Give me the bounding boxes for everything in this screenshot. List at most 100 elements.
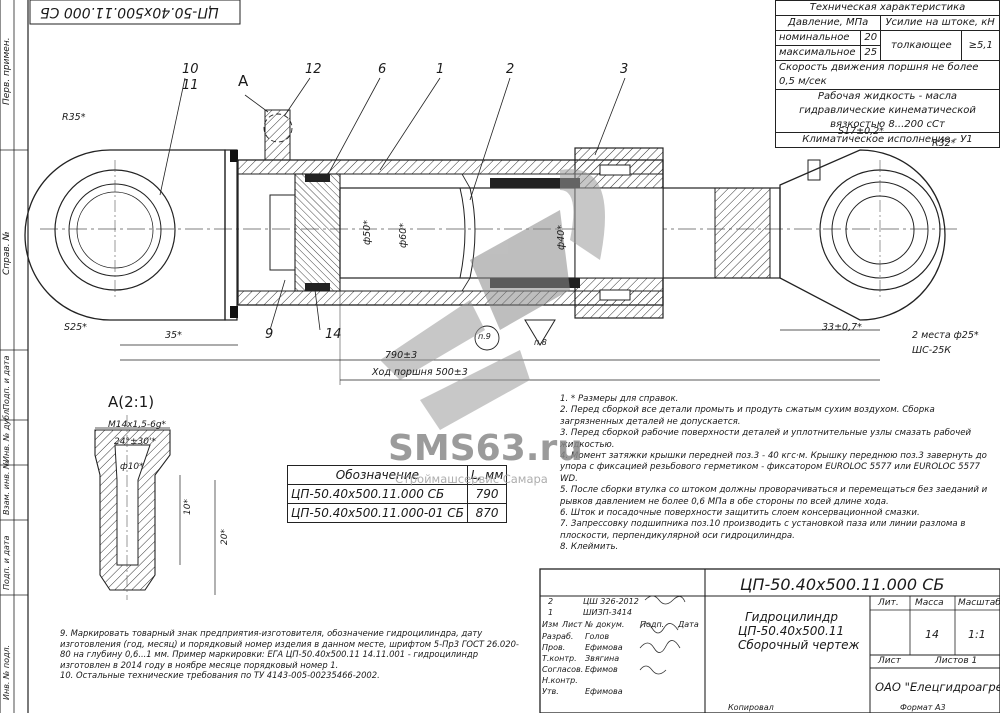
- dim-d40: ф40*: [556, 225, 567, 250]
- note-4: 4. Момент затяжки крышки передней поз.3 …: [560, 451, 987, 484]
- copied-label: Копировал: [728, 703, 774, 712]
- nominal-value: 20: [860, 30, 882, 46]
- role-0: Разраб.: [542, 632, 574, 641]
- rev-doc-1: ЦШ 326-2012: [583, 597, 639, 606]
- balloon-1: 1: [436, 62, 445, 77]
- push-label: толкающее: [880, 30, 963, 61]
- hdr-sign: Подп.: [640, 620, 665, 629]
- note-8: 8. Клеймить.: [560, 542, 619, 553]
- role-1: Пров.: [542, 643, 566, 652]
- note-7: 7. Запрессовку подшипника поз.10 произво…: [560, 519, 966, 541]
- sheets-label: Листов 1: [935, 656, 978, 666]
- balloon-9: 9: [265, 327, 274, 342]
- col-pressure: Давление, МПа: [774, 15, 882, 31]
- name-0: Голов: [585, 632, 610, 641]
- bottom-notes: 9. Маркировать товарный знак предприятия…: [60, 628, 520, 681]
- dim-r32: R32*: [932, 138, 956, 149]
- push-value: ≥5,1: [961, 30, 1000, 61]
- tech-spec-table: Техническая характеристика Давление, МПа…: [774, 0, 1000, 148]
- dim-s25: S25*: [64, 322, 87, 333]
- note-9: 9. Маркировать товарный знак предприятия…: [60, 628, 519, 670]
- variants-col2: L, мм: [466, 465, 508, 485]
- detail-h20: 20*: [220, 529, 230, 545]
- max-value: 25: [860, 45, 882, 61]
- speed-spec: Скорость движения поршня не более 0,5 м/…: [775, 60, 1000, 90]
- drawing-code-top: ЦП-50.40х500.11.000 СБ: [40, 4, 219, 20]
- mark-p9: п.9: [478, 332, 491, 341]
- dim-d60: ф60*: [398, 223, 409, 248]
- detail-a-title: А(2:1): [108, 393, 155, 411]
- hdr-list: Лист: [562, 620, 583, 629]
- scale-value: 1:1: [968, 628, 986, 641]
- note-2: 2. Перед сборкой все детали промыть и пр…: [560, 405, 935, 427]
- detail-thread: M14x1,5-6g*: [108, 420, 167, 430]
- mark-p8: п.8: [534, 338, 547, 347]
- rev-num-1: 1: [548, 608, 554, 617]
- role-5: Утв.: [542, 687, 559, 696]
- side-label-6: Инв. № подл.: [2, 644, 11, 700]
- role-2: Т.контр.: [542, 654, 577, 663]
- org-name: ОАО "Елецгидроагрегат": [875, 680, 1000, 694]
- balloon-14: 14: [325, 327, 342, 342]
- role-4: Н.контр.: [542, 676, 578, 685]
- note-1: 1. * Размеры для справок.: [560, 394, 679, 404]
- side-label-3: Инв. № дубл.: [2, 407, 11, 462]
- dim-r35: R35*: [62, 112, 86, 123]
- max-label: максимальное: [774, 45, 862, 61]
- dim-holes: 2 места ф25*: [912, 330, 979, 341]
- watermark-logo: [380, 169, 605, 430]
- balloon-3: 3: [620, 62, 629, 77]
- climate-spec: Климатическое исполнение - У1: [775, 132, 1000, 148]
- dim-shs: ШС-25К: [912, 345, 952, 356]
- view-label-a: А: [238, 72, 249, 90]
- dim-790: 790±3: [385, 350, 418, 361]
- name-2: Звягина: [585, 654, 620, 663]
- fluid-spec: Рабочая жидкость - масла гидравлические …: [775, 89, 1000, 133]
- side-label-2: Подп. и дата: [2, 355, 11, 411]
- detail-d10: ф10*: [120, 462, 144, 472]
- balloon-10: 10: [182, 62, 199, 77]
- balloon-12: 12: [305, 62, 322, 77]
- mass-label: Масса: [915, 598, 944, 608]
- title-name3: Сборочный чертеж: [738, 638, 860, 652]
- variant-code: ЦП-50.40х500.11.000-01 СБ: [287, 503, 468, 523]
- title-name2: ЦП-50.40х500.11: [738, 624, 845, 638]
- title-code: ЦП-50.40х500.11.000 СБ: [740, 575, 945, 594]
- lit-label: Лит.: [878, 598, 899, 608]
- note-10: 10. Остальные технические требования по …: [60, 670, 380, 681]
- dim-35: 35*: [165, 330, 182, 341]
- table-row: ЦП-50.40х500.11.000 СБ 790: [287, 484, 508, 504]
- variant-l: 870: [466, 503, 508, 523]
- technical-notes: 1. * Размеры для справок. 2. Перед сборк…: [560, 394, 1000, 554]
- name-5: Ефимова: [585, 687, 623, 696]
- mass-value: 14: [925, 628, 939, 641]
- detail-h10: 10*: [183, 499, 193, 515]
- detail-angle: 24°±30'*: [114, 437, 156, 447]
- side-label-0: Перв. примен.: [2, 37, 12, 105]
- watermark-sub: Строймашсервис Самара: [395, 472, 548, 486]
- side-label-1: Справ. №: [2, 231, 12, 275]
- side-label-4: Взам. инв. №: [2, 460, 11, 515]
- title-name1: Гидроцилиндр: [745, 610, 838, 624]
- dim-d50: ф50*: [362, 220, 373, 245]
- hdr-izm: Изм: [542, 620, 559, 629]
- balloon-11: 11: [182, 78, 199, 93]
- nominal-label: номинальное: [774, 30, 862, 46]
- rev-num-2: 2: [548, 597, 554, 606]
- col-force: Усилие на штоке, кН: [880, 15, 1000, 31]
- rev-doc-2: ШИЗП-3414: [583, 608, 632, 617]
- name-1: Ефимова: [585, 643, 623, 652]
- balloon-6: 6: [378, 62, 387, 77]
- format-label: Формат А3: [900, 703, 946, 712]
- side-label-5: Подп. и дата: [2, 535, 11, 591]
- note-6: 6. Шток и посадочные поверхности защитит…: [560, 508, 920, 519]
- variant-l: 790: [466, 484, 508, 504]
- variants-table: Обозначение L, мм ЦП-50.40х500.11.000 СБ…: [287, 465, 508, 523]
- dim-33: 33±0,7*: [822, 322, 862, 333]
- scale-label: Масштаб: [958, 598, 1000, 608]
- hdr-doc: № докум.: [585, 620, 625, 629]
- variant-code: ЦП-50.40х500.11.000 СБ: [287, 484, 468, 504]
- table-row: ЦП-50.40х500.11.000-01 СБ 870: [287, 503, 508, 523]
- watermark-brand: SMS63.ru: [388, 428, 583, 469]
